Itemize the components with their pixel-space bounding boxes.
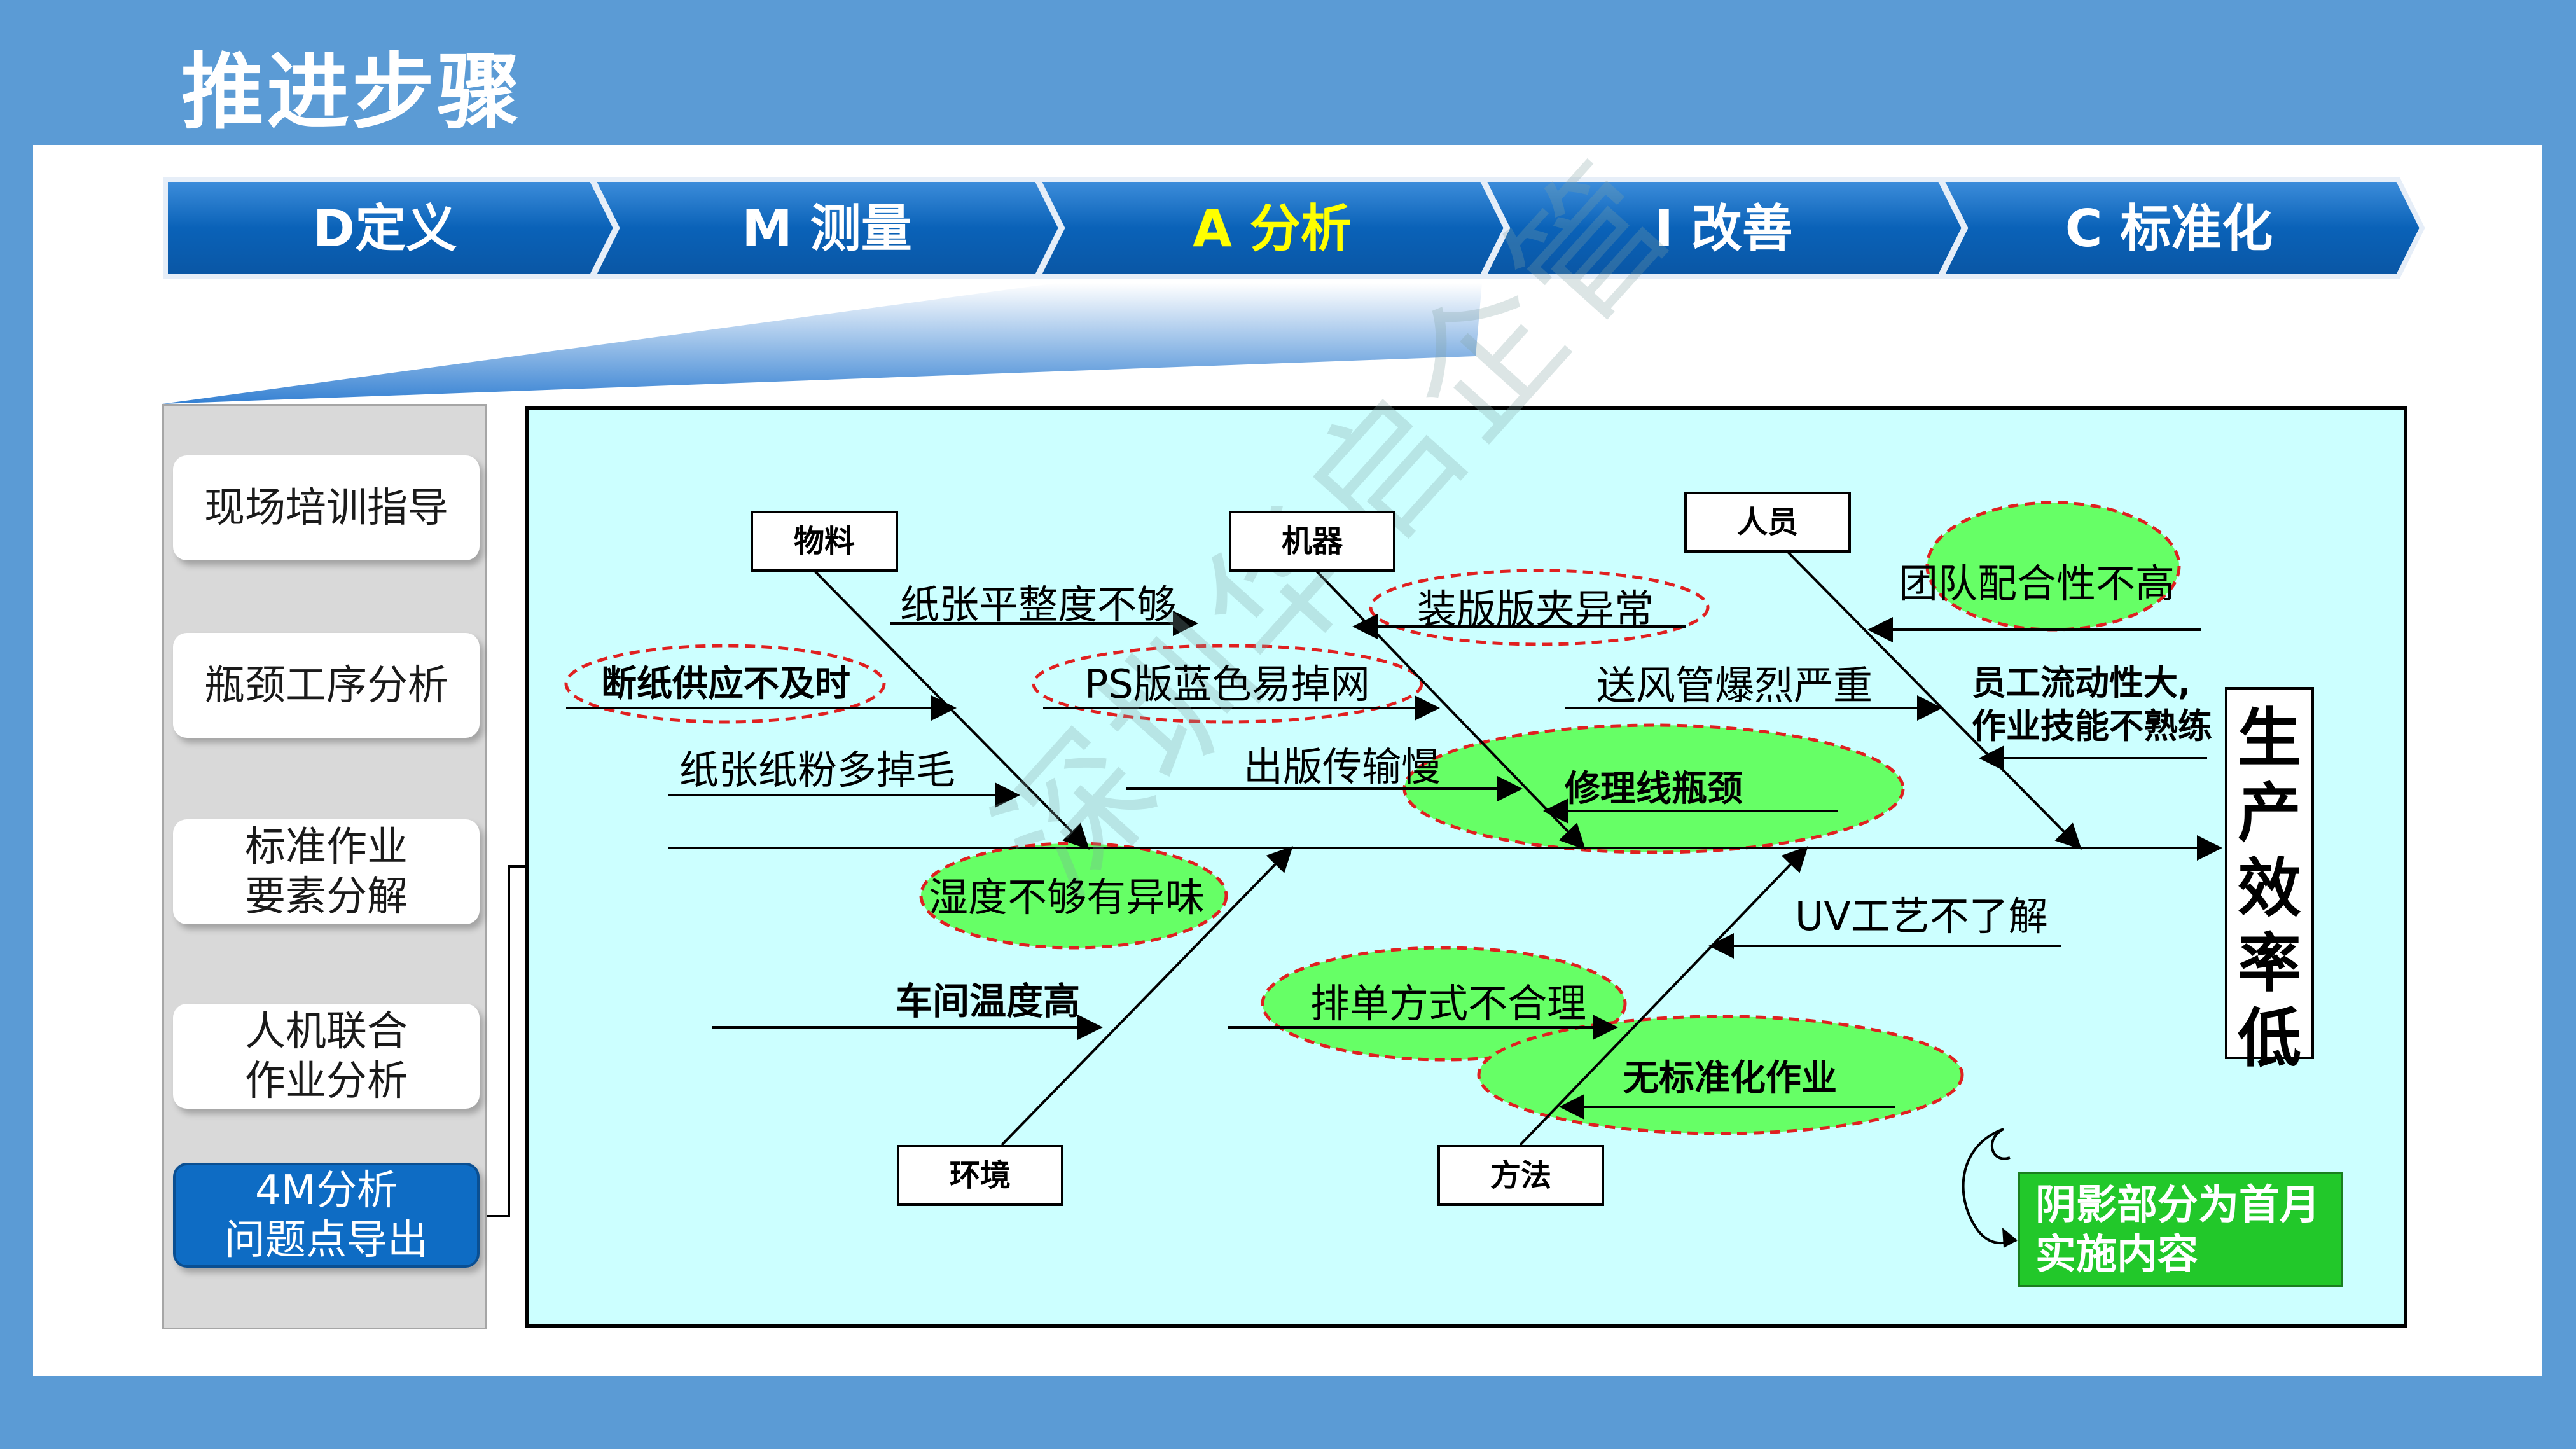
stage-chevron bbox=[1937, 177, 2425, 279]
fishbone-effect: 生 产 效 率 低 bbox=[2225, 687, 2314, 1076]
sidebar-item-bottleneck-analysis[interactable]: 瓶颈工序分析 bbox=[173, 633, 480, 738]
cause-team-cooperation: 团队配合性不高 bbox=[1899, 560, 2175, 607]
cause-paper-dust: 纸张纸粉多掉毛 bbox=[679, 747, 956, 793]
method-sidebar: 现场培训指导 瓶颈工序分析 标准作业 要素分解 人机联合 作业分析 4M分析 问… bbox=[162, 404, 487, 1329]
sidebar-item-onsite-training[interactable]: 现场培训指导 bbox=[173, 455, 480, 560]
category-machine: 机器 bbox=[1229, 511, 1395, 572]
dashed-plate-clamp bbox=[1369, 569, 1710, 646]
sidebar-item-4m-analysis[interactable]: 4M分析 问题点导出 bbox=[173, 1163, 480, 1268]
cause-paper-flatness: 纸张平整度不够 bbox=[900, 581, 1177, 628]
dashed-paper-supply bbox=[564, 644, 886, 724]
cause-uv-process: UV工艺不了解 bbox=[1795, 893, 2048, 939]
cause-scheduling: 排单方式不合理 bbox=[1310, 980, 1587, 1027]
cause-staff-turnover: 员工流动性大, 作业技能不熟练 bbox=[1972, 663, 2212, 746]
category-people: 人员 bbox=[1684, 492, 1851, 553]
stage-control[interactable]: C 标准化 bbox=[2065, 199, 2273, 258]
sidebar-item-standard-work[interactable]: 标准作业 要素分解 bbox=[173, 819, 480, 924]
highlight-scheduling bbox=[1261, 946, 1627, 1062]
category-environment: 环境 bbox=[897, 1145, 1063, 1206]
stage-define[interactable]: D定义 bbox=[312, 199, 457, 258]
page-title: 推进步骤 bbox=[181, 44, 523, 141]
cause-plate-transfer: 出版传输慢 bbox=[1243, 744, 1441, 790]
stage-measure[interactable]: M 测量 bbox=[742, 199, 912, 258]
category-material: 物料 bbox=[751, 511, 898, 572]
highlight-humidity bbox=[919, 842, 1228, 950]
category-method: 方法 bbox=[1437, 1145, 1604, 1206]
cause-workshop-temp: 车间温度高 bbox=[896, 980, 1081, 1023]
cause-ps-plate: PS版蓝色易掉网 bbox=[1084, 661, 1370, 707]
shaded-note: 阴影部分为首月 实施内容 bbox=[2018, 1172, 2343, 1287]
sidebar-item-man-machine[interactable]: 人机联合 作业分析 bbox=[173, 1004, 480, 1109]
cause-plate-clamp: 装版版夹异常 bbox=[1417, 586, 1654, 632]
cause-paper-supply: 断纸供应不及时 bbox=[601, 663, 850, 705]
stage-improve[interactable]: I 改善 bbox=[1654, 199, 1793, 258]
stage-analyze[interactable]: A 分析 bbox=[1193, 199, 1352, 258]
dashed-ps-plate bbox=[1032, 644, 1423, 724]
cause-bottleneck-line: 修理线瓶颈 bbox=[1565, 768, 1743, 810]
zoom-wedge bbox=[162, 283, 1482, 404]
cause-air-duct: 送风管爆烈严重 bbox=[1596, 662, 1873, 709]
cause-no-standard: 无标准化作业 bbox=[1623, 1058, 1837, 1099]
highlight-no-standard bbox=[1477, 1015, 1964, 1135]
cause-humidity-odor: 湿度不够有异味 bbox=[929, 874, 1205, 920]
